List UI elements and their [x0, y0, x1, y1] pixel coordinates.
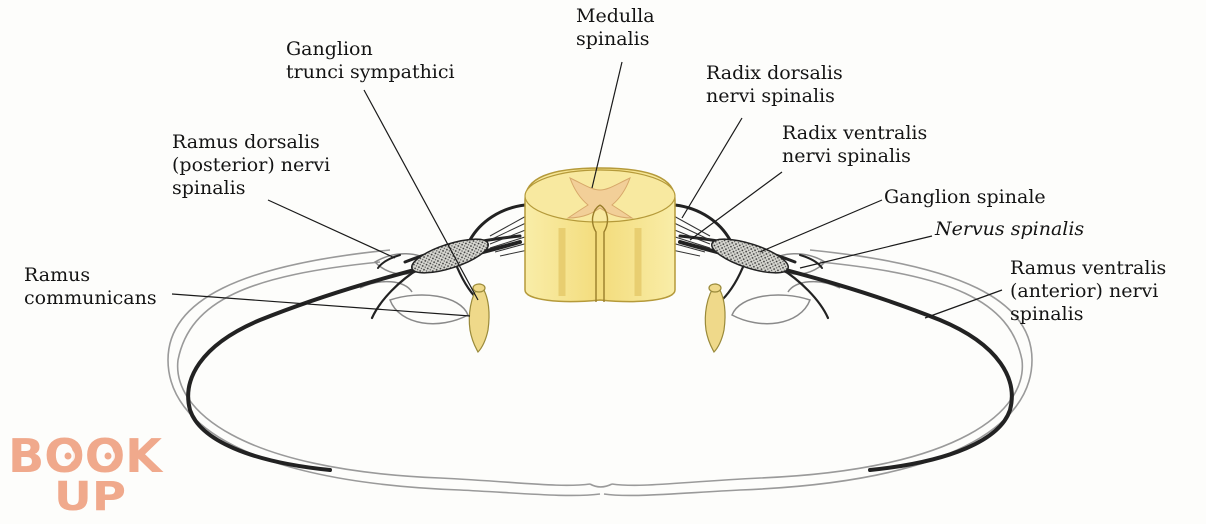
leader-radix-ventralis — [689, 171, 783, 241]
label-line: Ganglion — [286, 38, 373, 60]
watermark-line2: UP — [54, 474, 126, 512]
label-line: Ganglion spinale — [884, 186, 1046, 208]
watermark-line1: BOOK — [8, 429, 164, 483]
spinal-ganglion-left — [411, 238, 489, 274]
leader-ramus-dorsalis — [267, 199, 396, 259]
spinal-ganglion-right — [711, 238, 789, 274]
label-line: nervi spinalis — [706, 85, 835, 107]
root-fibers — [489, 214, 711, 257]
spinal-cord — [524, 167, 676, 303]
leader-radix-dorsalis — [681, 117, 743, 219]
label-line: spinalis — [172, 177, 246, 199]
label-line: trunci sympathici — [286, 61, 455, 83]
label-line: (posterior) nervi — [172, 154, 331, 176]
label-radix-ventralis: Radix ventralis nervi spinalis — [782, 122, 927, 168]
leader-ramus-communicans — [171, 293, 471, 317]
sympathetic-ganglion-right — [704, 283, 726, 354]
label-ramus-ventralis: Ramus ventralis (anterior) nervi spinali… — [1010, 257, 1166, 326]
leader-ganglion-spinale — [759, 199, 883, 253]
label-ramus-dorsalis: Ramus dorsalis (posterior) nervi spinali… — [172, 131, 330, 200]
label-line: Ramus dorsalis — [172, 131, 320, 153]
leader-ramus-ventralis — [924, 289, 1003, 319]
label-ramus-communicans: Ramus communicans — [24, 264, 157, 310]
label-line: (anterior) nervi — [1010, 280, 1159, 302]
label-line: Ramus ventralis — [1010, 257, 1167, 279]
label-line: Radix ventralis — [782, 122, 928, 144]
leader-medulla — [591, 61, 623, 189]
label-line: Ramus — [24, 264, 91, 286]
label-line: Nervus spinalis — [935, 218, 1085, 240]
label-line: nervi spinalis — [782, 145, 911, 167]
label-radix-dorsalis: Radix dorsalis nervi spinalis — [706, 62, 843, 108]
label-line: Medulla — [576, 5, 655, 27]
leader-nervus-spinalis — [799, 235, 933, 269]
label-medulla-spinalis: Medulla spinalis — [576, 5, 655, 51]
label-line: communicans — [24, 287, 157, 309]
bookup-logo-watermark: BOOK UP — [8, 429, 164, 512]
leader-lines — [171, 61, 1003, 319]
leader-ganglion-trunci — [363, 89, 479, 301]
label-ganglion-spinale: Ganglion spinale — [884, 186, 1046, 209]
label-ganglion-trunci-sympathici: Ganglion trunci sympathici — [286, 38, 455, 84]
label-line: spinalis — [1010, 303, 1084, 325]
label-nervus-spinalis: Nervus spinalis — [935, 218, 1084, 241]
label-line: Radix dorsalis — [706, 62, 843, 84]
label-line: spinalis — [576, 28, 650, 50]
